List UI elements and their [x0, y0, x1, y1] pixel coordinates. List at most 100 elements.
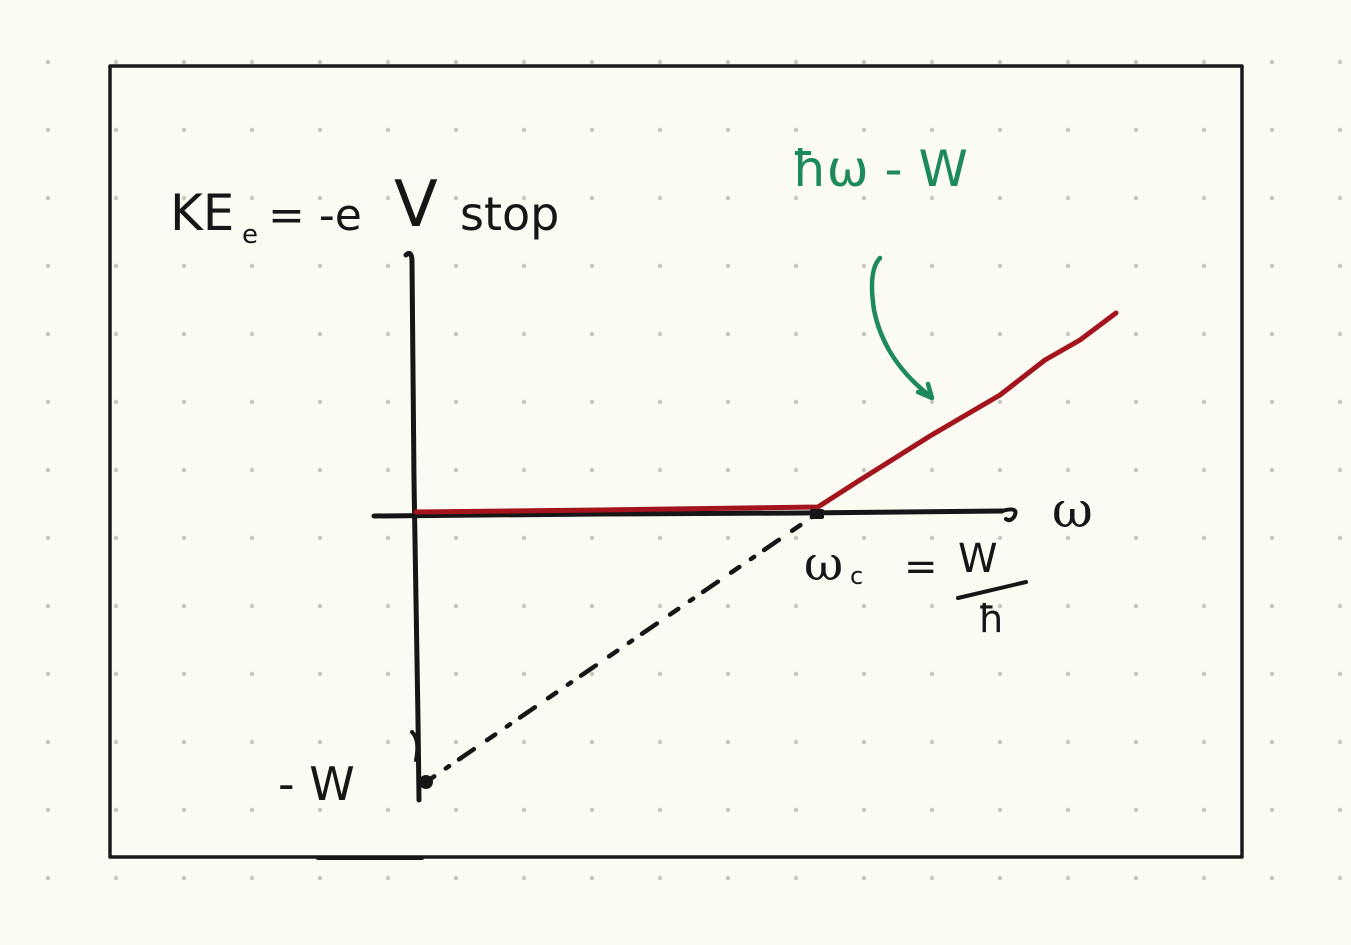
grid-dot — [589, 875, 595, 881]
grid-dot — [453, 59, 459, 65]
grid-dot — [521, 671, 527, 677]
grid-dot — [1269, 807, 1275, 813]
grid-dot — [1133, 671, 1139, 677]
grid-dot — [929, 467, 935, 473]
grid-dot — [1133, 807, 1139, 813]
grid-dot — [453, 875, 459, 881]
grid-dot — [249, 331, 255, 337]
grid-dot — [521, 467, 527, 473]
grid-dot — [589, 739, 595, 745]
grid-dot — [1269, 739, 1275, 745]
grid-dot — [997, 603, 1003, 609]
grid-dot — [725, 603, 731, 609]
grid-dot — [589, 127, 595, 133]
grid-dot — [385, 195, 391, 201]
grid-dot — [249, 535, 255, 541]
grid-dot — [1269, 535, 1275, 541]
x-axis — [371, 508, 1005, 519]
grid-dot — [929, 535, 935, 541]
grid-dot — [521, 331, 527, 337]
grid-dot — [725, 467, 731, 473]
grid-dot — [1065, 331, 1071, 337]
grid-dot — [861, 59, 867, 65]
grid-dot — [793, 807, 799, 813]
grid-dot — [45, 195, 51, 201]
grid-dot — [997, 535, 1003, 541]
grid-dot — [45, 467, 51, 473]
grid-dot — [113, 59, 119, 65]
grid-dot — [1269, 59, 1275, 65]
grid-dot — [1065, 807, 1071, 813]
grid-dot — [113, 603, 119, 609]
grid-dot — [861, 263, 867, 269]
grid-dot — [453, 603, 459, 609]
grid-dot — [317, 739, 323, 745]
grid-dot — [453, 399, 459, 405]
grid-dot — [1133, 127, 1139, 133]
grid-dot — [453, 807, 459, 813]
grid-dot — [113, 739, 119, 745]
grid-dot — [725, 331, 731, 337]
grid-dot — [1337, 807, 1343, 813]
grid-dot — [385, 399, 391, 405]
grid-dot — [589, 807, 595, 813]
grid-dot — [1269, 875, 1275, 881]
grid-dot — [45, 603, 51, 609]
grid-dot — [793, 603, 799, 609]
grid-dot — [317, 399, 323, 405]
grid-dot — [113, 331, 119, 337]
grid-dot — [181, 807, 187, 813]
grid-dot — [725, 127, 731, 133]
grid-dot — [1201, 807, 1207, 813]
grid-dot — [385, 127, 391, 133]
grid-dot — [113, 535, 119, 541]
grid-dot — [1269, 467, 1275, 473]
grid-dot — [1269, 671, 1275, 677]
grid-dot — [181, 399, 187, 405]
grid-dot — [45, 739, 51, 745]
grid-dot — [793, 399, 799, 405]
cutoff-label-subscript: c — [850, 562, 863, 590]
grid-dot — [521, 127, 527, 133]
grid-dot — [521, 875, 527, 881]
grid-dot — [1337, 875, 1343, 881]
grid-dot — [317, 875, 323, 881]
grid-dot — [861, 807, 867, 813]
grid-dot — [1133, 399, 1139, 405]
grid-dot — [1337, 331, 1343, 337]
grid-dot — [725, 535, 731, 541]
grid-dot — [113, 671, 119, 677]
grid-dot — [1133, 875, 1139, 881]
grid-dot — [929, 127, 935, 133]
grid-dot — [249, 127, 255, 133]
grid-dot — [793, 331, 799, 337]
intercept-label: - W — [278, 757, 355, 811]
grid-dot — [181, 671, 187, 677]
grid-dot — [181, 331, 187, 337]
grid-dot — [317, 195, 323, 201]
grid-dot — [45, 807, 51, 813]
grid-dot — [521, 739, 527, 745]
grid-dot — [1201, 59, 1207, 65]
grid-dot — [1337, 535, 1343, 541]
grid-dot — [725, 739, 731, 745]
grid-dot — [45, 399, 51, 405]
grid-dot — [1133, 603, 1139, 609]
grid-dot — [45, 263, 51, 269]
grid-dot — [725, 263, 731, 269]
grid-dot — [1201, 263, 1207, 269]
grid-dot — [589, 59, 595, 65]
diagram-frame — [108, 64, 1244, 859]
grid-dot — [657, 807, 663, 813]
grid-dot — [1269, 263, 1275, 269]
grid-dot — [521, 195, 527, 201]
grid-dot — [997, 807, 1003, 813]
grid-dot — [589, 263, 595, 269]
y-axis-label-stop: stop — [460, 187, 559, 241]
grid-dot — [385, 671, 391, 677]
grid-dot — [929, 399, 935, 405]
grid-dot — [929, 739, 935, 745]
grid-dot — [249, 195, 255, 201]
grid-dot — [453, 671, 459, 677]
